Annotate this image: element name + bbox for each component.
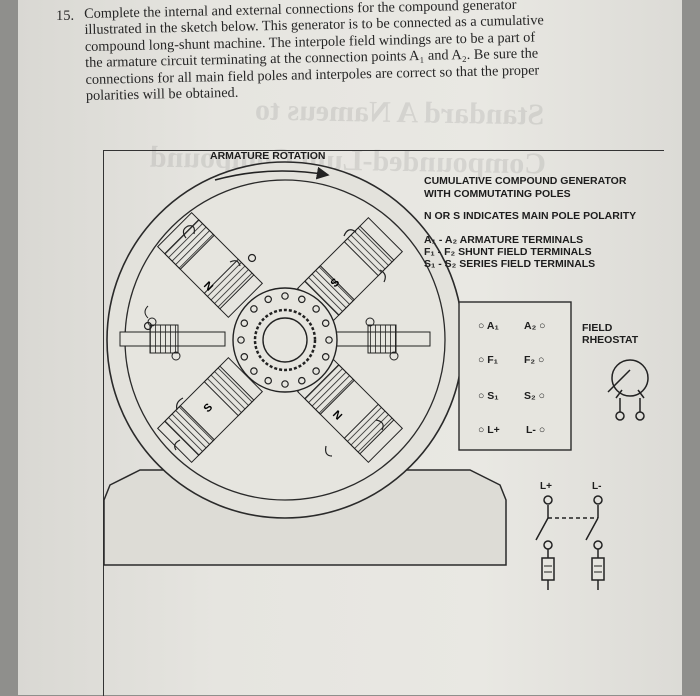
fuse-symbols [541,557,605,581]
terminal-a2[interactable]: A₂ ○ [524,320,546,332]
legend-item: F₁ - F₂ SHUNT FIELD TERMINALS [424,246,592,258]
figure-frame [103,150,664,696]
legend-item: A₁ - A₂ ARMATURE TERMINALS [424,234,584,246]
armature-coil-terminal [240,319,249,328]
main-pole-top-left [156,211,264,319]
armature-coil-terminal [281,380,289,388]
field-rheostat-symbol [607,359,649,421]
armature-coil-terminal [297,376,306,385]
commutator-inner [262,317,308,363]
terminal-f2[interactable]: F₂ ○ [524,354,545,366]
armature-coil-terminal [264,376,273,385]
armature-terminal-dots [237,292,333,388]
armature-coil-terminal [297,295,306,304]
armature-coil-terminal [250,367,258,375]
rotation-label: ARMATURE ROTATION [210,150,326,162]
line-plus-label: L+ [540,481,552,492]
polarity-note: N OR S INDICATES MAIN POLE POLARITY [424,210,637,222]
rotation-arrow [214,166,330,181]
interpole-right [329,317,431,361]
rheostat-label: FIELD [582,322,613,334]
armature-coil-terminal [321,352,330,361]
armature-coil-terminal [237,336,245,344]
diagram-subtitle: WITH COMMUTATING POLES [424,188,571,200]
main-pole-bottom-right [296,356,404,464]
armature-coil-terminal [325,336,333,344]
diagram-title: CUMULATIVE COMPOUND GENERATOR [424,175,627,187]
interpole-left [119,305,226,361]
terminal-board [458,301,572,451]
terminal-s1[interactable]: ○ S₁ [478,390,499,402]
question-number: 15. [56,8,75,24]
armature-coil-terminal [250,305,258,313]
terminal-l-minus[interactable]: L- ○ [526,424,546,436]
legend-item: S₁ - S₂ SERIES FIELD TERMINALS [424,258,596,270]
armature-coil-terminal [312,367,320,375]
fuse-hatching [544,565,602,573]
terminal-s2[interactable]: S₂ ○ [524,390,545,402]
armature-coil-terminal [312,305,320,313]
main-pole-top-right [296,216,404,324]
rheostat-label: RHEOSTAT [582,334,639,346]
armature-coil-terminal [321,319,330,328]
terminal-f1[interactable]: ○ F₁ [478,354,499,366]
terminal-l-plus[interactable]: ○ L+ [478,424,500,436]
terminal-a1[interactable]: ○ A₁ [478,320,499,332]
pole-terminal-loops [143,225,386,457]
line-minus-label: L- [592,481,602,492]
armature-coil-terminal [281,292,289,300]
armature-coil-terminal [240,352,249,361]
armature-coil-terminal [264,295,273,304]
